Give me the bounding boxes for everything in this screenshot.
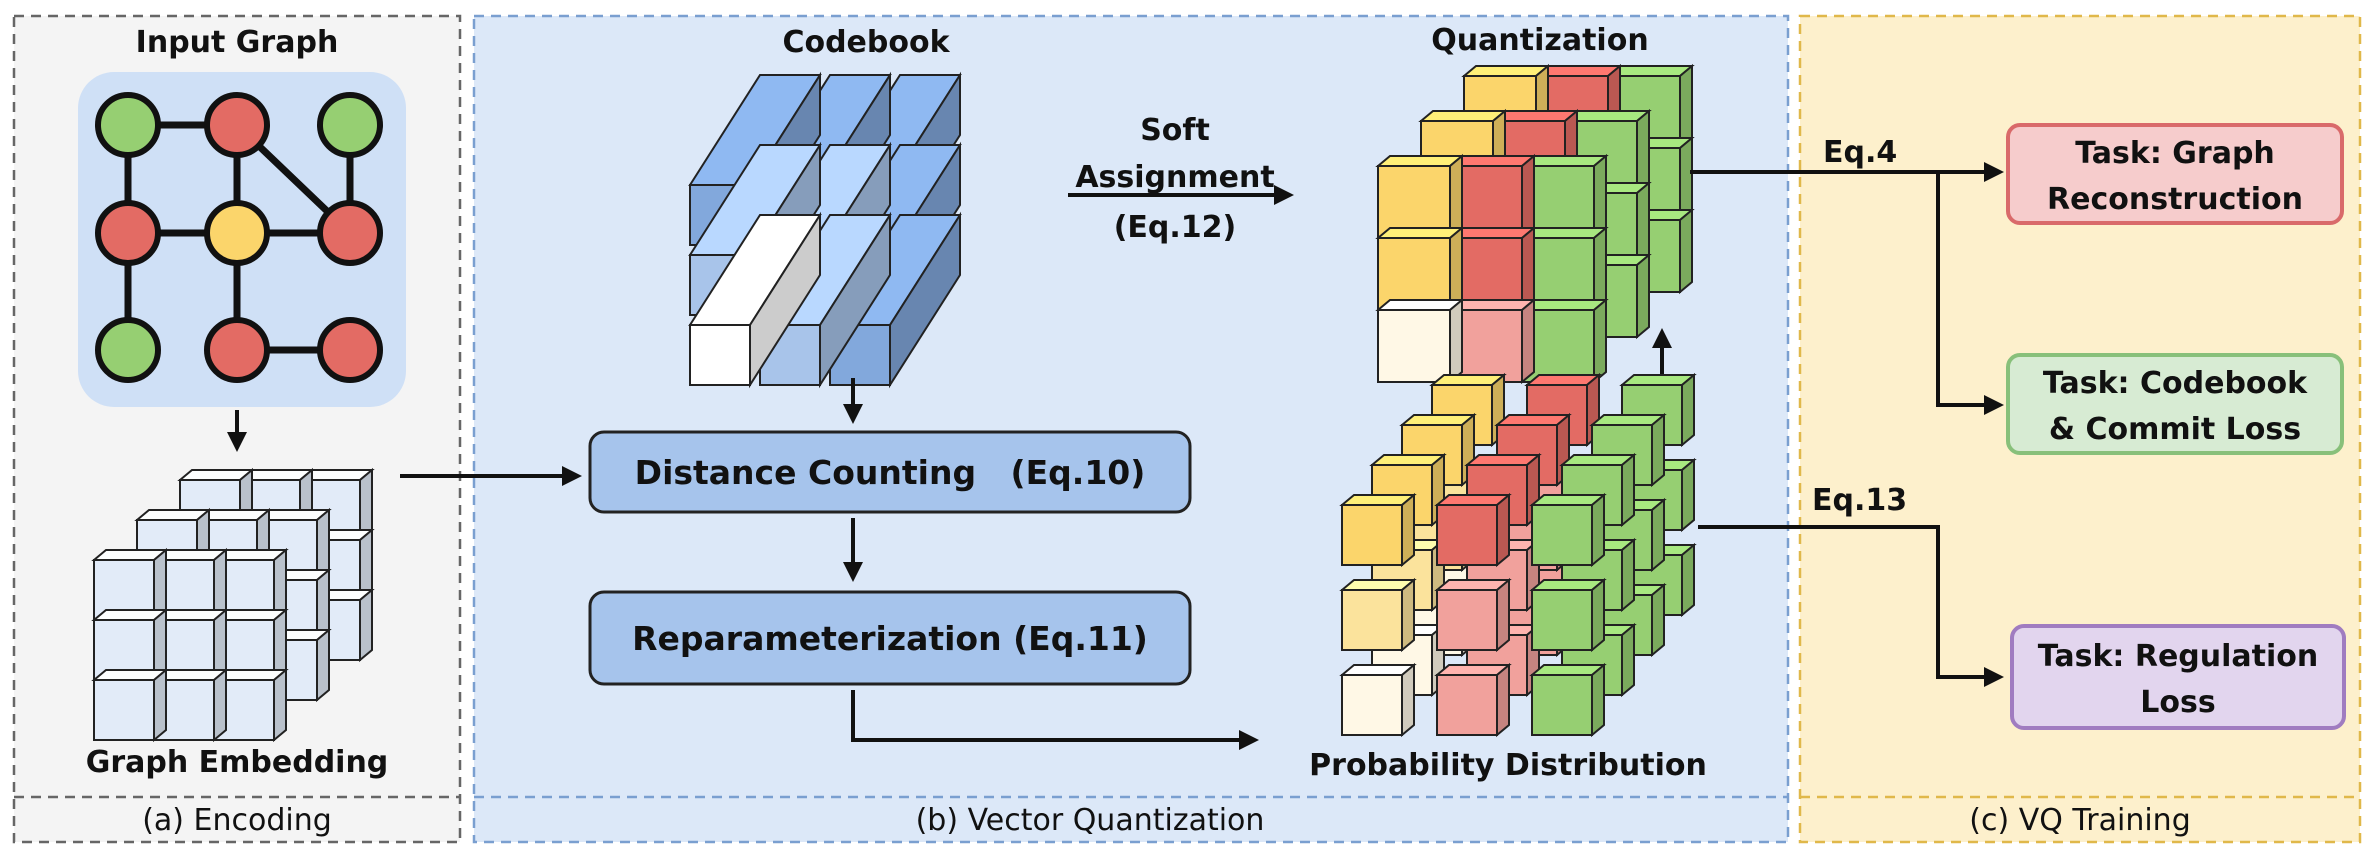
- graph-node: [204, 317, 270, 383]
- soft-assign-line1: Soft: [1140, 113, 1210, 148]
- cube-cell: [91, 667, 169, 743]
- cube-cell: [1434, 577, 1512, 653]
- eq13-label: Eq.13: [1812, 483, 1907, 518]
- task-graph-reconstruction: Task: Graph Reconstruction: [2006, 123, 2344, 225]
- distance-counting-text: Distance Counting (Eq.10): [635, 453, 1146, 492]
- cube-cell: [1434, 662, 1512, 738]
- cube-cell: [1339, 662, 1417, 738]
- cube-cell: [1519, 225, 1609, 313]
- cube-cell: [1447, 225, 1537, 313]
- task2-line2: & Commit Loss: [2049, 412, 2301, 447]
- codebook-bars: [688, 71, 962, 389]
- caption-training: (c) VQ Training: [1969, 803, 2190, 838]
- distance-counting-box: Distance Counting (Eq.10): [588, 430, 1192, 514]
- line-eq4-to-task2: [1936, 172, 2004, 415]
- probability-cube: [1339, 372, 1697, 738]
- line-eq13-to-task3: [1698, 525, 2004, 687]
- codebook-cell: [688, 211, 822, 389]
- graph-node: [317, 317, 383, 383]
- cube-cell: [151, 667, 229, 743]
- task2-line1: Task: Codebook: [2043, 366, 2308, 401]
- graph-nodes: [95, 92, 383, 383]
- soft-assign-line3: (Eq.12): [1114, 210, 1237, 245]
- cube-cell: [1519, 153, 1609, 241]
- task3-line2: Loss: [2140, 685, 2215, 720]
- graph-node: [95, 317, 161, 383]
- task-codebook-commit-loss: Task: Codebook & Commit Loss: [2006, 353, 2344, 455]
- task1-line2: Reconstruction: [2047, 182, 2303, 217]
- soft-assign-line2: Assignment: [1075, 160, 1274, 195]
- quantization-cube: [1375, 63, 1695, 385]
- graph-embedding-label: Graph Embedding: [86, 745, 389, 780]
- cube-cell: [151, 607, 229, 683]
- graph-node: [95, 92, 161, 158]
- task3-line1: Task: Regulation: [2038, 639, 2319, 674]
- input-graph-title: Input Graph: [136, 25, 339, 60]
- cube-cell: [1529, 577, 1607, 653]
- reparameterization-text: Reparameterization (Eq.11): [632, 619, 1148, 658]
- quantization-label: Quantization: [1431, 23, 1648, 58]
- graph-node: [204, 92, 270, 158]
- caption-vq: (b) Vector Quantization: [916, 803, 1265, 838]
- task1-line1: Task: Graph: [2075, 136, 2275, 171]
- probability-label: Probability Distribution: [1309, 748, 1707, 783]
- reparameterization-box: Reparameterization (Eq.11): [588, 590, 1192, 686]
- graph-node: [317, 200, 383, 266]
- graph-node: [317, 92, 383, 158]
- cube-cell: [1339, 577, 1417, 653]
- eq4-label: Eq.4: [1823, 135, 1897, 170]
- caption-encoding: (a) Encoding: [142, 803, 332, 838]
- cube-cell: [1375, 225, 1465, 313]
- task-regulation-loss: Task: Regulation Loss: [2010, 624, 2346, 730]
- arrow-reparam-to-prob: [851, 690, 1259, 750]
- cube-cell: [1434, 492, 1512, 568]
- graph-node: [95, 200, 161, 266]
- cube-cell: [1375, 153, 1465, 241]
- cube-cell: [1529, 492, 1607, 568]
- graph-node: [204, 200, 270, 266]
- cube-cell: [91, 547, 169, 623]
- cube-cell: [1447, 297, 1537, 385]
- cube-cell: [1375, 297, 1465, 385]
- cube-cell: [1529, 662, 1607, 738]
- codebook-label: Codebook: [782, 25, 950, 60]
- graph-embedding-cube: [91, 467, 375, 743]
- cube-cell: [1339, 492, 1417, 568]
